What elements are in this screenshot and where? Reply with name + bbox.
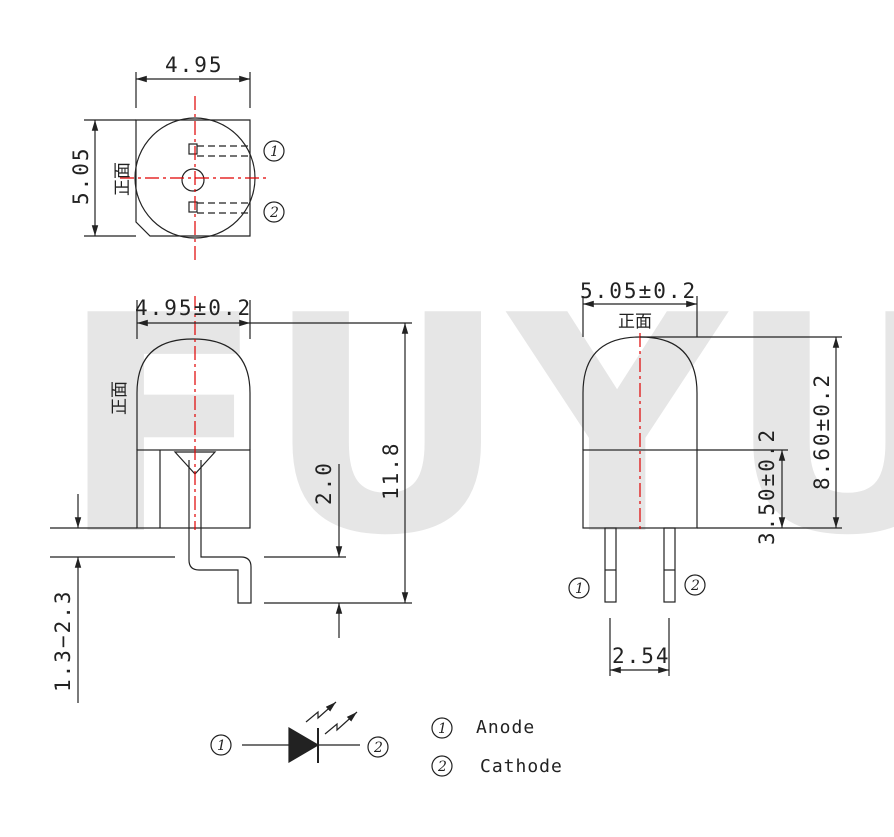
side-base — [136, 449, 251, 529]
legend-pin1-label: 1 — [438, 721, 447, 737]
diode-triangle — [288, 726, 320, 764]
total-height-dim: 11.8 — [379, 441, 403, 500]
bent-lead — [188, 528, 252, 604]
base-height-dim: 3.50±0.2 — [755, 428, 779, 545]
top-pin1-label: 1 — [270, 144, 279, 160]
front-pin1-label: 1 — [575, 581, 584, 597]
side-dome — [136, 338, 251, 450]
legend-pin1-circle — [431, 717, 453, 739]
chip-circle — [181, 168, 205, 192]
symbol-pin2-circle — [367, 736, 389, 758]
front-lead-1 — [604, 527, 617, 603]
front-pin2-circle — [684, 574, 706, 596]
emission-arrow-1 — [305, 701, 337, 723]
front-width-dim: 5.05±0.2 — [580, 279, 697, 303]
anode-label: Anode — [476, 717, 535, 738]
watermark: FUYU — [60, 252, 894, 601]
symbol-pin2-label: 2 — [373, 740, 383, 756]
body-height-dim: 8.60±0.2 — [810, 373, 834, 490]
symbol-pin1-circle — [210, 734, 232, 756]
legend-pin2-label: 2 — [437, 759, 447, 775]
lead-frame-1 — [188, 143, 198, 155]
front-pin1-circle — [568, 577, 590, 599]
top-pin2-label: 2 — [269, 205, 279, 221]
top-view-outline — [135, 119, 251, 237]
side-face-label: 正面 — [110, 381, 130, 415]
cathode-label: Cathode — [480, 756, 563, 777]
lead-frame-2 — [188, 201, 198, 213]
emission-arrow-2 — [324, 711, 358, 735]
front-face-label: 正面 — [618, 312, 652, 332]
lead-bend-dim: 2.0 — [312, 461, 336, 505]
top-pin2-circle — [263, 201, 285, 223]
top-view — [84, 72, 285, 262]
top-face-label: 正面 — [113, 162, 133, 196]
top-width-dim: 4.95 — [165, 53, 224, 77]
top-height-dim: 5.05 — [69, 146, 93, 205]
front-view — [568, 296, 842, 676]
symbol-pin1-label: 1 — [217, 738, 226, 754]
front-lead-2 — [663, 527, 676, 603]
legend-pin2-circle — [431, 755, 453, 777]
side-view — [50, 296, 412, 703]
front-pin2-label: 2 — [690, 578, 700, 594]
diode-symbol — [210, 701, 453, 777]
pitch-dim: 2.54 — [612, 644, 671, 668]
side-width-dim: 4.95±0.2 — [135, 296, 252, 320]
top-pin1-circle — [263, 140, 285, 162]
pcb-gap-dim: 1.3−2.3 — [51, 589, 75, 692]
